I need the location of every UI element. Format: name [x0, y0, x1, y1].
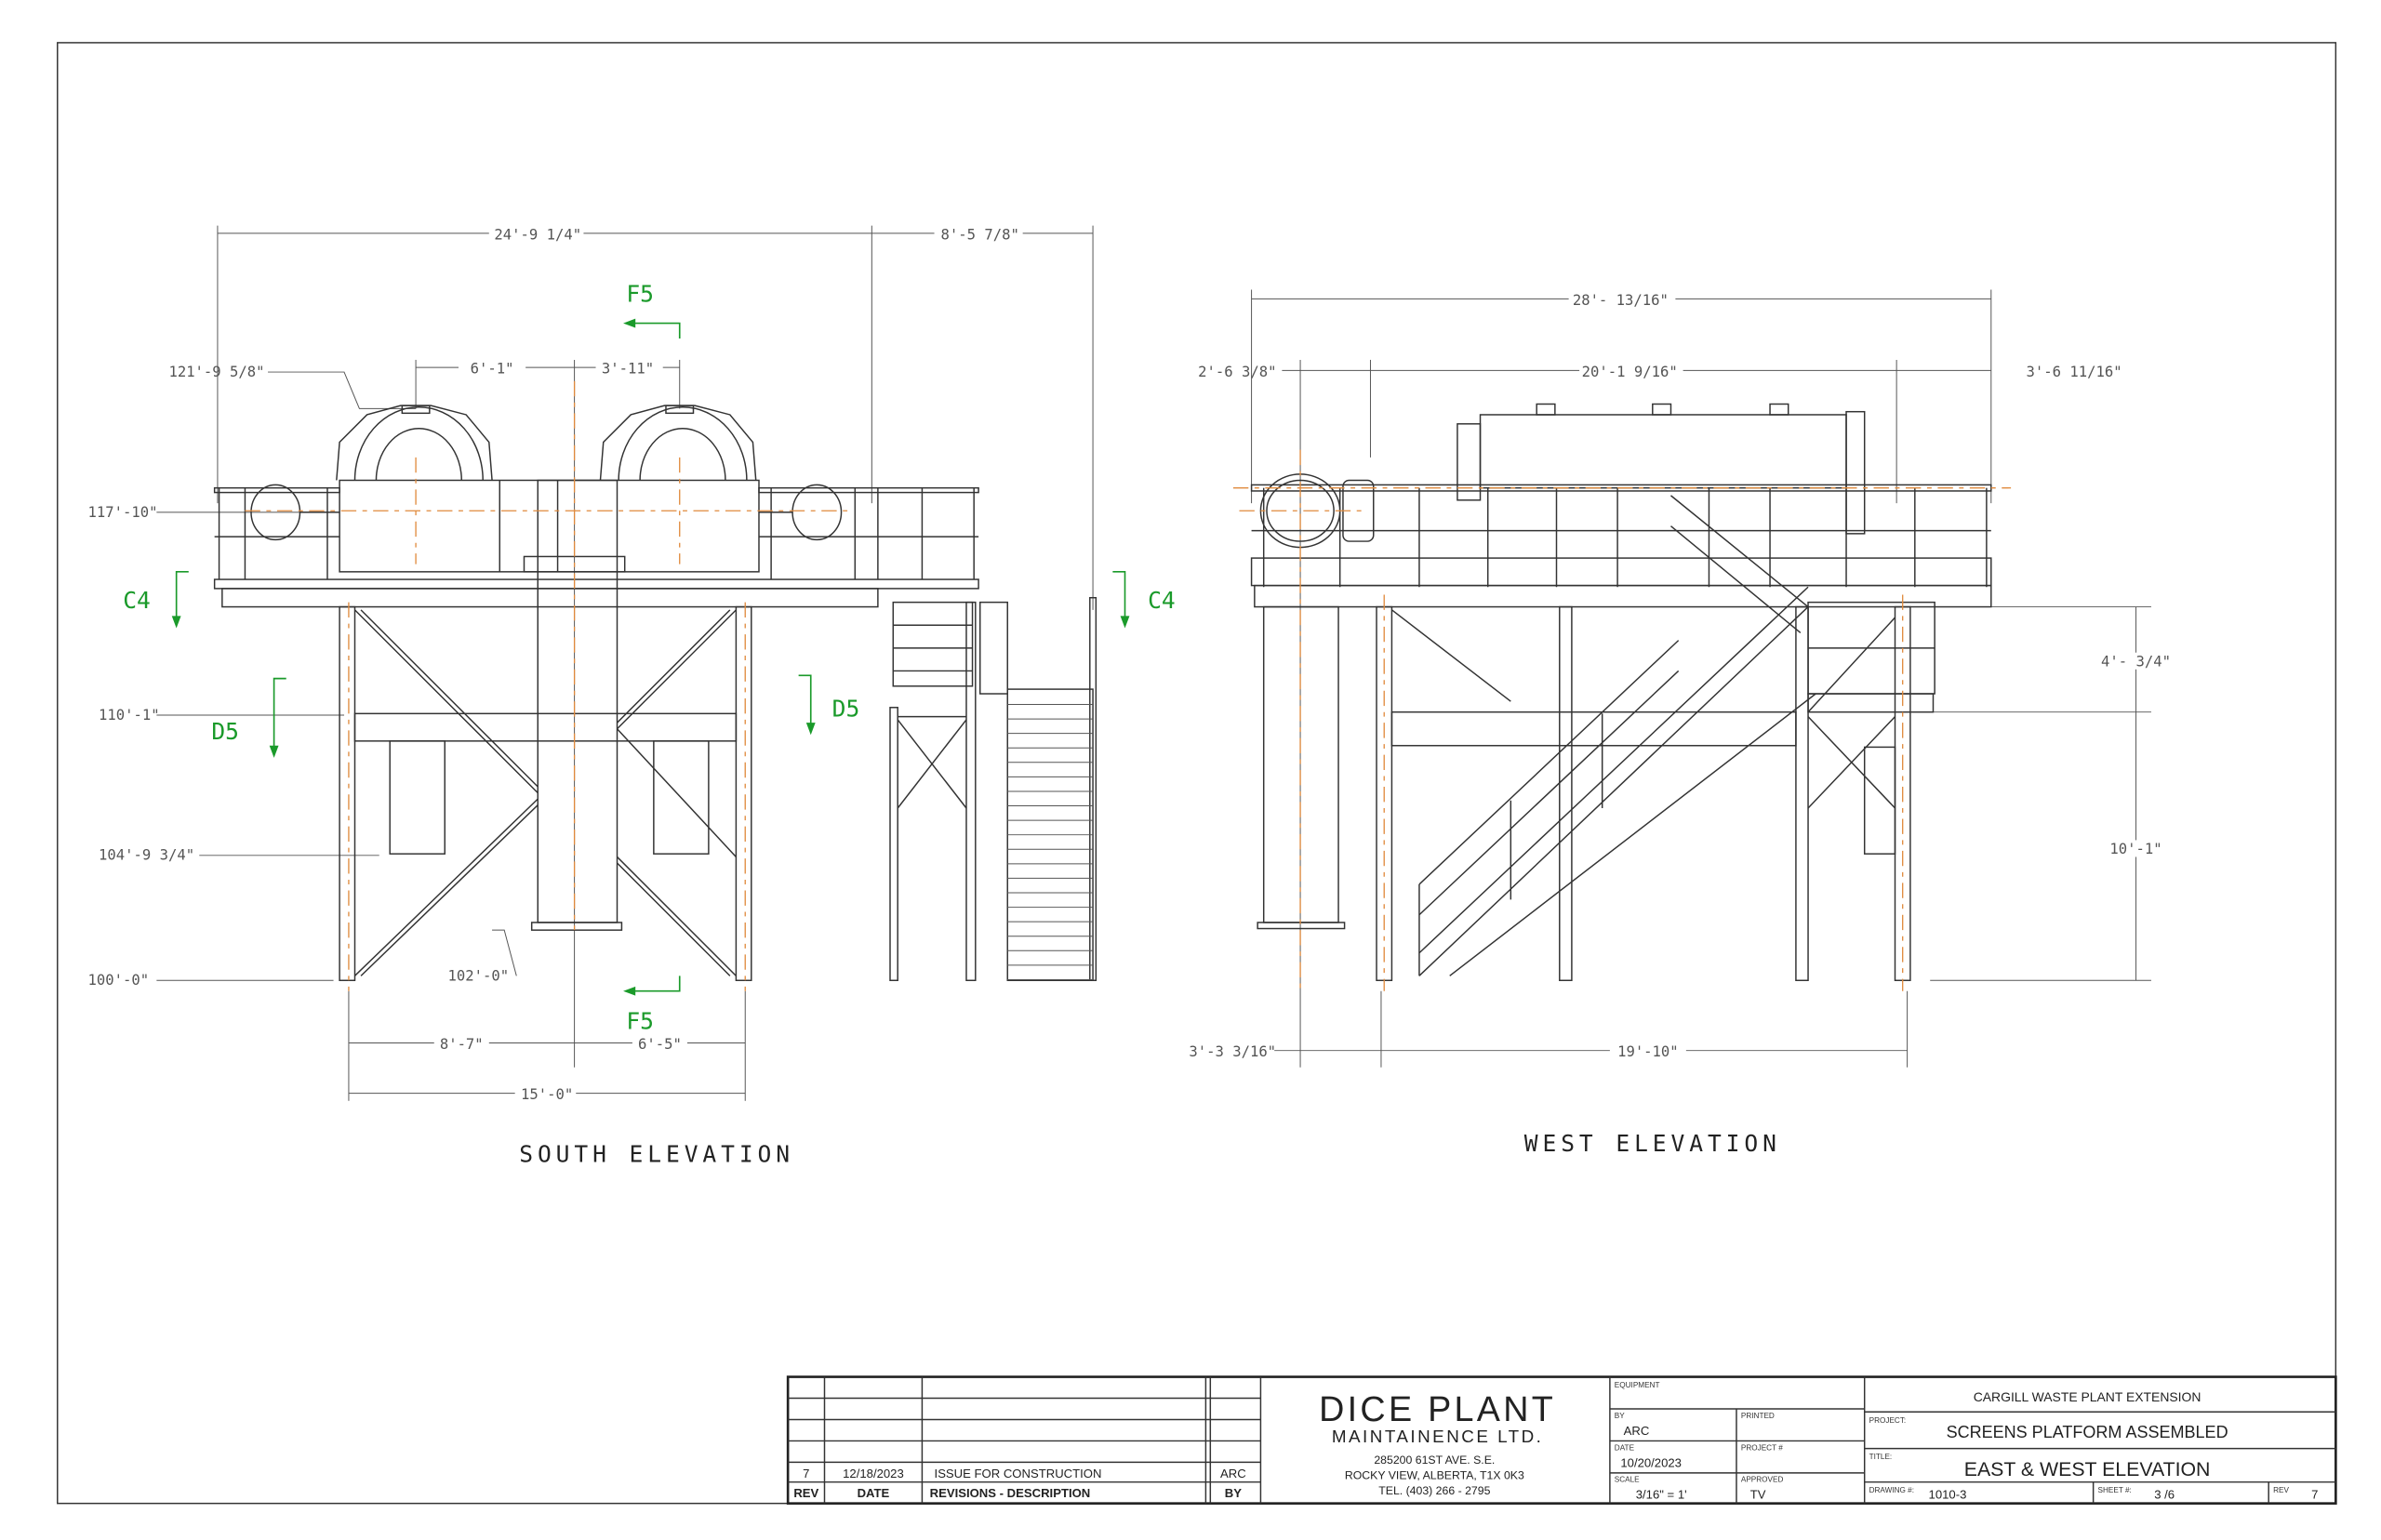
- client-name: CARGILL WASTE PLANT EXTENSION: [1974, 1389, 2201, 1404]
- elev-mid: 104'-9 3/4": [99, 847, 194, 864]
- elev-column-base: 102'-0": [448, 967, 510, 984]
- revision-description: ISSUE FOR CONSTRUCTION: [935, 1467, 1102, 1480]
- rev-label: REV: [2273, 1486, 2289, 1494]
- section-mark-c4-left: C4: [123, 587, 151, 614]
- project-number-label: PROJECT #: [1741, 1443, 1783, 1452]
- project-name: SCREENS PLATFORM ASSEMBLED: [1947, 1423, 2228, 1441]
- dim-west-main: 20'-1 9/16": [1582, 364, 1678, 380]
- header-date: DATE: [858, 1486, 890, 1500]
- title-block: 7 12/18/2023 ISSUE FOR CONSTRUCTION ARC …: [786, 1375, 2337, 1505]
- revision-date: 12/18/2023: [843, 1467, 904, 1480]
- dim-base-right: 6'-5": [638, 1036, 682, 1053]
- header-description: REVISIONS - DESCRIPTION: [930, 1486, 1091, 1500]
- dim-west-overall: 28'- 13/16": [1573, 292, 1669, 309]
- date-value: 10/20/2023: [1620, 1455, 1682, 1469]
- dim-overall-width: 24'-9 1/4": [494, 226, 581, 243]
- drawing-number-label: DRAWING #:: [1869, 1486, 1914, 1494]
- elev-crossbeam: 110'-1": [99, 707, 160, 724]
- company-name: DICE PLANT: [1319, 1389, 1556, 1428]
- sheet-border: [57, 42, 2337, 1505]
- dim-stair-width: 8'-5 7/8": [941, 226, 1019, 243]
- revision-by: ARC: [1220, 1467, 1246, 1480]
- dim-screen-spacing-left: 6'-1": [471, 361, 514, 378]
- company-phone: TEL. (403) 266 - 2795: [1378, 1484, 1490, 1497]
- approved-value: TV: [1750, 1488, 1766, 1502]
- dim-west-left-offset: 2'-6 3/8": [1198, 364, 1276, 380]
- west-structure: [1250, 403, 1992, 982]
- scale-label: SCALE: [1615, 1476, 1640, 1484]
- section-mark-f5-bottom: F5: [626, 1008, 654, 1035]
- rev-value: 7: [2311, 1488, 2318, 1502]
- elev-platform-rail: 117'-10": [88, 504, 158, 521]
- south-elevation-title: SOUTH ELEVATION: [519, 1140, 794, 1167]
- company-address-1: 285200 61ST AVE. S.E.: [1374, 1454, 1495, 1467]
- approved-label: APPROVED: [1741, 1476, 1784, 1484]
- printed-label: PRINTED: [1741, 1412, 1775, 1420]
- sheet-label: SHEET #:: [2098, 1486, 2132, 1494]
- dim-west-right-offset: 3'-6 11/16": [2027, 364, 2122, 380]
- title-label: TITLE:: [1869, 1453, 1893, 1461]
- dim-base-left: 8'-7": [440, 1036, 484, 1053]
- section-mark-c4-right: C4: [1148, 587, 1176, 614]
- project-label: PROJECT:: [1869, 1416, 1907, 1425]
- elev-screen-top: 121'-9 5/8": [168, 364, 264, 380]
- by-label: BY: [1615, 1412, 1625, 1420]
- drawing-number: 1010-3: [1929, 1488, 1967, 1502]
- equipment-label: EQUIPMENT: [1615, 1381, 1660, 1389]
- section-mark-d5-left: D5: [211, 718, 239, 745]
- date-label: DATE: [1615, 1443, 1635, 1452]
- scale-value: 3/16" = 1': [1636, 1488, 1687, 1502]
- section-mark-f5-top: F5: [626, 281, 654, 308]
- header-rev: REV: [793, 1486, 818, 1500]
- dim-west-leg-span: 19'-10": [1617, 1043, 1679, 1060]
- sheet-number: 3 /6: [2154, 1488, 2175, 1502]
- elev-grade: 100'-0": [88, 972, 150, 989]
- drawing-title: EAST & WEST ELEVATION: [1964, 1458, 2211, 1480]
- by-value: ARC: [1624, 1424, 1650, 1438]
- company-subname: MAINTAINENCE LTD.: [1332, 1427, 1543, 1446]
- company-address-2: ROCKY VIEW, ALBERTA, T1X 0K3: [1345, 1468, 1524, 1481]
- south-elevation: 24'-9 1/4" 8'-5 7/8" 6'-1" 3'-11" 8'-7" …: [88, 225, 1176, 1167]
- south-structure: [213, 405, 1097, 982]
- west-elevation: 28'- 13/16" 2'-6 3/8" 20'-1 9/16" 3'-6 1…: [1189, 289, 2171, 1157]
- dim-west-column-offset: 3'-3 3/16": [1189, 1043, 1276, 1060]
- revision-number: 7: [803, 1467, 809, 1480]
- west-elevation-title: WEST ELEVATION: [1524, 1130, 1781, 1157]
- header-by: BY: [1225, 1486, 1242, 1500]
- dim-west-upper-height: 4'- 3/4": [2101, 654, 2171, 670]
- dim-base-overall: 15'-0": [521, 1086, 573, 1103]
- dim-screen-spacing-right: 3'-11": [602, 361, 654, 378]
- section-mark-d5-right: D5: [832, 696, 860, 723]
- dim-west-lower-height: 10'-1": [2109, 841, 2162, 857]
